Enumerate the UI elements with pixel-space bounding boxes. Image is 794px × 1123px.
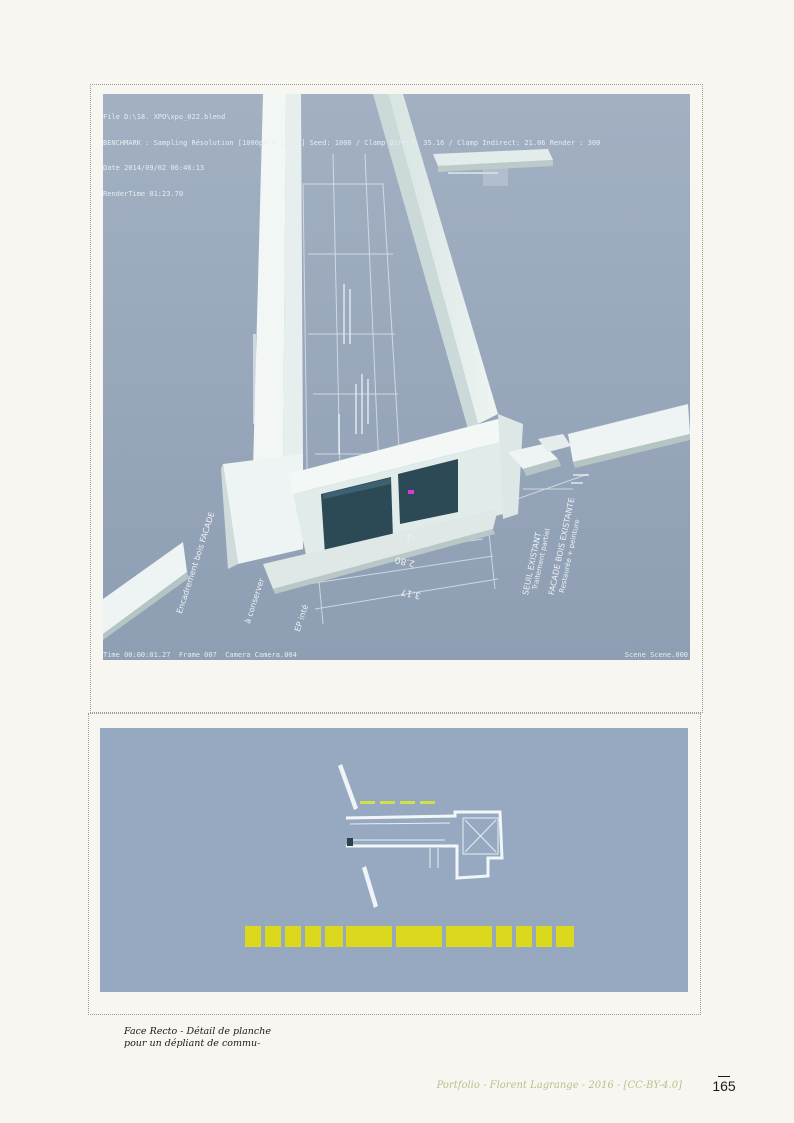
overlay-line-date: Date 2014/09/02 06:46:13	[103, 164, 205, 172]
figure-caption: Face Recto - Détail de planche pour un d…	[124, 1026, 294, 1050]
overlay-line-rendertime: RenderTime 01:23.70	[103, 189, 184, 198]
overlay-line-benchmark: BENCHMARK : Sampling Résolution [1000px …	[103, 138, 601, 147]
building-render-svg	[103, 94, 690, 660]
overlay-line-file: File D:\18. XPO\xpo_022.blend	[103, 113, 226, 121]
bottom-render-image	[100, 728, 688, 992]
page-number-rule	[718, 1076, 730, 1077]
bottom-image-frame	[88, 713, 701, 1015]
render-status-left: Time 00:00:01.27 Frame 007 Camera Camera…	[103, 651, 297, 659]
page-number: 165	[706, 1076, 742, 1094]
render-status-right: Scene Scene.000	[624, 651, 688, 659]
caption-line-1: Face Recto - Détail de planche	[124, 1026, 271, 1037]
footer-credit: Portfolio - Florent Lagrange - 2016 - [C…	[436, 1080, 682, 1091]
page-number-text: 165	[712, 1078, 736, 1094]
legend-boxes	[245, 926, 574, 947]
dimension-label-3: -1.	[402, 530, 416, 544]
render-info-overlay: File D:\18. XPO\xpo_022.blend BENCHMARK …	[103, 96, 600, 215]
top-render-image: Encadrement bois FACADE à conserver EP i…	[103, 94, 690, 660]
floor-plan-svg	[100, 728, 688, 992]
top-image-frame	[90, 84, 703, 713]
caption-line-2: pour un dépliant de commu-	[124, 1038, 261, 1049]
